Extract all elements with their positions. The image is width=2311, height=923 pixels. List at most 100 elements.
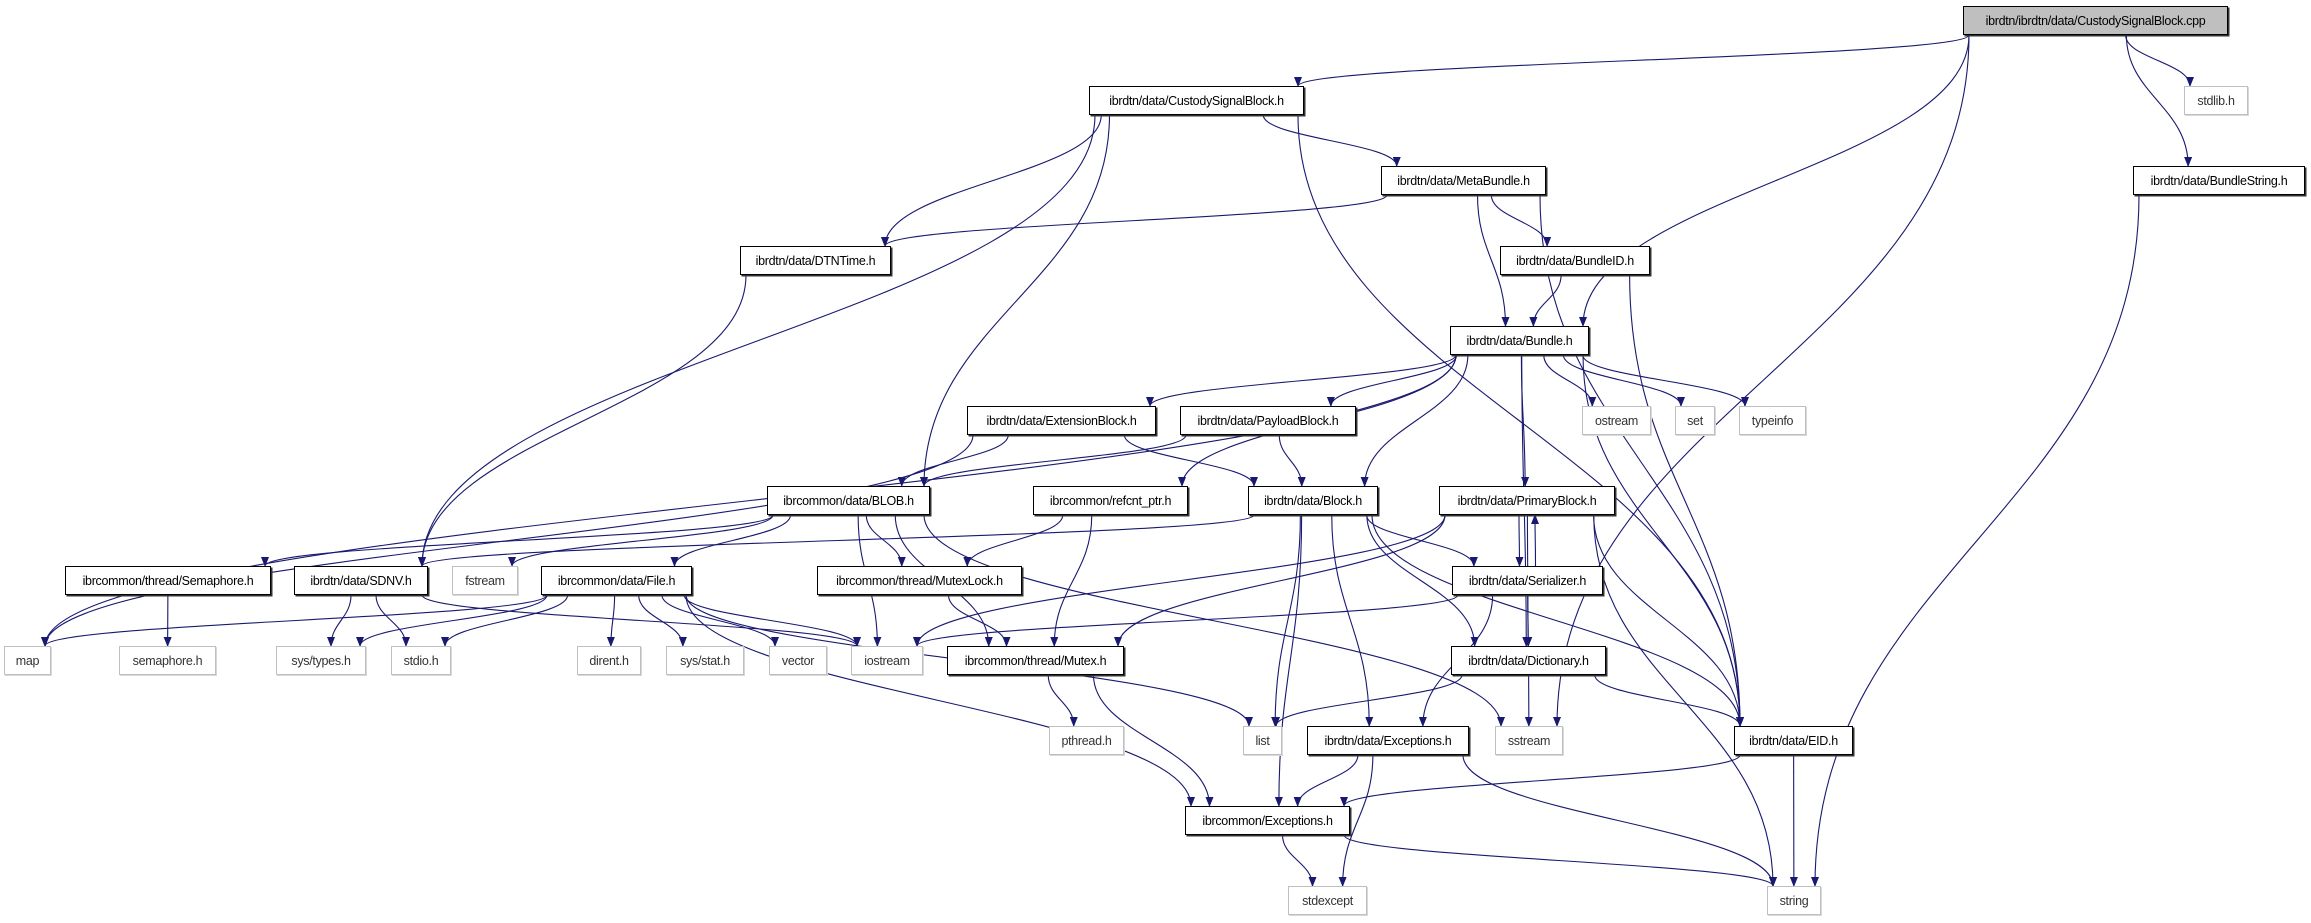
node-mutex[interactable]: ibrcommon/thread/Mutex.h [947, 646, 1124, 675]
edge-bundle-to-ext [1146, 354, 1457, 407]
edge-block-to-dictionary [1366, 514, 1479, 647]
node-ostream: ostream [1582, 406, 1651, 435]
edge-icexc-to-stdexcept [1281, 834, 1317, 887]
edge-sdnv-to-stdio [375, 594, 410, 647]
edge-sdnv-to-iostream [421, 594, 861, 647]
node-dictionary[interactable]: ibrdtn/data/Dictionary.h [1451, 646, 1606, 675]
edge-primary-to-mutex [1114, 514, 1446, 647]
edge-primary-to-serializer [1515, 514, 1524, 567]
edge-meta-to-eid [1539, 194, 1744, 727]
node-iostream: iostream [851, 646, 923, 675]
edge-root-to-sstream [1553, 34, 1970, 727]
node-refcnt[interactable]: ibrcommon/refcnt_ptr.h [1033, 486, 1188, 515]
edge-bstring-to-string [1811, 194, 2140, 887]
edge-file-to-dirent [606, 594, 616, 647]
edge-block-to-list [1271, 514, 1301, 727]
edge-file-to-systypes [356, 594, 548, 647]
edge-bundle-to-ostream [1543, 354, 1597, 407]
edge-primary-to-iostream [913, 514, 1446, 647]
node-ext[interactable]: ibrdtn/data/ExtensionBlock.h [967, 406, 1156, 435]
node-dtntime[interactable]: ibrdtn/data/DTNTime.h [740, 246, 891, 275]
edge-file-to-stdio [441, 594, 569, 647]
edge-bundleid-to-bundle [1529, 274, 1562, 327]
node-exc[interactable]: ibrdtn/data/Exceptions.h [1307, 726, 1469, 755]
node-block[interactable]: ibrdtn/data/Block.h [1248, 486, 1378, 515]
edge-file-to-map [41, 594, 548, 647]
edge-mutex-to-icexc [1092, 674, 1214, 807]
node-typeinfo: typeinfo [1739, 406, 1806, 435]
node-root: ibrdtn/ibrdtn/data/CustodySignalBlock.cp… [1963, 6, 2228, 35]
edge-csb-to-eid [1297, 114, 1744, 727]
node-vector: vector [769, 646, 827, 675]
edge-file-to-sysstat [638, 594, 687, 647]
edge-bundle-to-block [1360, 354, 1469, 487]
edge-bundleid-to-eid [1629, 274, 1744, 727]
edge-mutexlock-to-mutex [947, 594, 1011, 647]
node-list: list [1243, 726, 1282, 755]
edge-block-to-sdnv [418, 514, 1255, 567]
edge-ext-to-block [1123, 434, 1258, 487]
node-primary[interactable]: ibrdtn/data/PrimaryBlock.h [1439, 486, 1615, 515]
node-sysstat: sys/stat.h [666, 646, 744, 675]
edge-dictionary-to-eid [1594, 674, 1744, 727]
node-stdexcept: stdexcept [1288, 886, 1367, 915]
node-file[interactable]: ibrcommon/data/File.h [541, 566, 692, 595]
node-bundleid[interactable]: ibrdtn/data/BundleID.h [1500, 246, 1650, 275]
edge-refcnt-to-mutexlock [963, 514, 1064, 567]
edge-eid-to-icexc [1340, 754, 1741, 807]
edge-exc-to-icexc [1293, 754, 1359, 807]
edge-ext-to-blob [897, 434, 1009, 487]
edge-blob-to-file [670, 514, 792, 567]
edge-root-to-bstring [2125, 34, 2193, 167]
node-bundle[interactable]: ibrdtn/data/Bundle.h [1450, 326, 1589, 355]
node-mutexlock[interactable]: ibrcommon/thread/MutexLock.h [817, 566, 1022, 595]
node-sdnv[interactable]: ibrdtn/data/SDNV.h [294, 566, 428, 595]
edge-dtntime-to-sdnv [418, 274, 747, 567]
edge-block-to-exc [1331, 514, 1374, 727]
node-blob[interactable]: ibrcommon/data/BLOB.h [767, 486, 930, 515]
node-meta[interactable]: ibrdtn/data/MetaBundle.h [1381, 166, 1546, 195]
node-semaphore[interactable]: ibrcommon/thread/Semaphore.h [65, 566, 271, 595]
edge-blob-to-fstream [508, 514, 774, 567]
edge-root-to-csb [1294, 34, 1970, 87]
edge-mutex-to-pthread [1047, 674, 1078, 727]
edge-payload-to-block [1278, 434, 1306, 487]
edge-meta-to-bundle [1476, 194, 1510, 327]
edge-meta-to-dtntime [881, 194, 1388, 247]
edge-root-to-stdlib [2125, 34, 2194, 87]
edge-block-to-serializer [1366, 514, 1478, 567]
node-csb[interactable]: ibrdtn/data/CustodySignalBlock.h [1089, 86, 1304, 115]
edge-root-to-bundle [1579, 34, 1970, 327]
edge-file-to-iostream [683, 594, 861, 647]
edge-bundle-to-set [1562, 354, 1685, 407]
node-payload[interactable]: ibrdtn/data/PayloadBlock.h [1180, 406, 1356, 435]
edge-serializer-to-dictionary [1524, 594, 1533, 647]
edge-primary-to-string [1593, 514, 1777, 887]
node-serializer[interactable]: ibrdtn/data/Serializer.h [1452, 566, 1603, 595]
node-icexc[interactable]: ibrcommon/Exceptions.h [1185, 806, 1350, 835]
edge-bundle-to-typeinfo [1582, 354, 1749, 407]
edge-file-to-icexc [685, 594, 1195, 807]
edge-bundle-to-map [41, 354, 1457, 647]
node-fstream: fstream [452, 566, 518, 595]
node-dirent: dirent.h [577, 646, 641, 675]
edge-dictionary-to-list [1272, 674, 1463, 727]
edge-meta-to-bundleid [1490, 194, 1552, 247]
node-pthread: pthread.h [1049, 726, 1124, 755]
node-bstring[interactable]: ibrdtn/data/BundleString.h [2133, 166, 2305, 195]
edge-serializer-to-primary [1531, 514, 1540, 567]
edge-blob-to-sstream [923, 514, 1505, 727]
edge-csb-to-meta [1262, 114, 1401, 167]
edge-payload-to-blob [920, 434, 1187, 487]
edge-serializer-to-iostream [913, 594, 1459, 647]
edge-primary-to-eid [1593, 514, 1744, 727]
edge-ext-to-map [41, 434, 974, 647]
edge-exc-to-stdexcept [1338, 754, 1374, 887]
node-eid[interactable]: ibrdtn/data/EID.h [1734, 726, 1853, 755]
edge-block-to-icexc [1274, 514, 1303, 807]
node-sstream: sstream [1495, 726, 1563, 755]
edge-bundle-to-payload [1326, 354, 1458, 407]
edge-csb-to-blob [920, 114, 1111, 487]
